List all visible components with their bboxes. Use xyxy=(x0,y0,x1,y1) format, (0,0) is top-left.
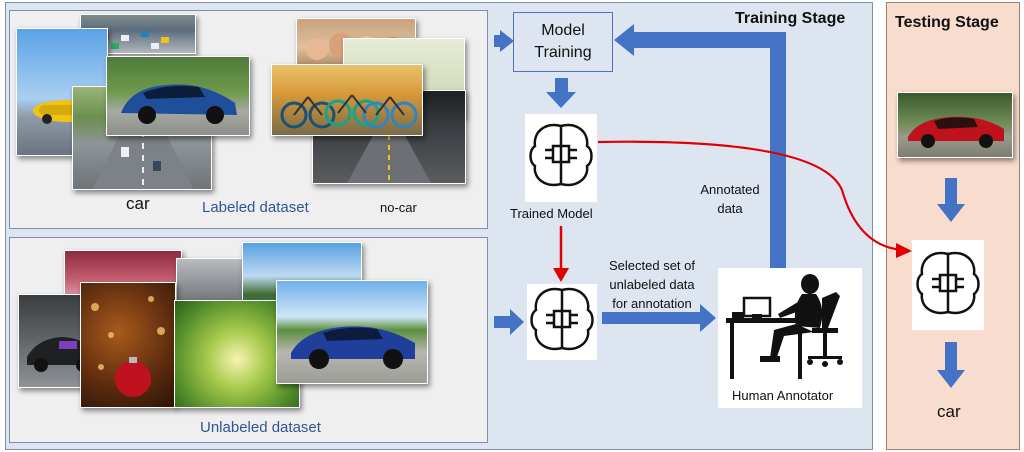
trained-model-label: Trained Model xyxy=(510,206,593,221)
selected-label-line2: unlabeled data xyxy=(609,277,695,292)
person-at-desk-icon xyxy=(726,274,843,379)
blue-sedan-photo xyxy=(276,280,428,384)
arrow-labeled-to-training xyxy=(494,30,514,52)
test-model-box xyxy=(912,240,984,330)
blue-car-photo xyxy=(106,56,250,136)
brain-chip-icon xyxy=(916,251,980,315)
red-arrow-deploy xyxy=(597,140,903,252)
arrow-test-car-to-model xyxy=(937,178,965,222)
arrow-model-to-annotator xyxy=(602,304,716,332)
arrow-unlabeled-to-model xyxy=(494,309,524,335)
training-stage-title: Training Stage xyxy=(735,10,846,27)
arrow-training-to-model xyxy=(546,78,576,108)
unlabeled-dataset-title: Unlabeled dataset xyxy=(200,419,321,436)
annotated-label-line1: Annotated xyxy=(700,182,760,197)
arrow-feedback-vertical xyxy=(770,32,786,268)
human-annotator-box xyxy=(718,268,862,408)
test-car-photo xyxy=(897,92,1013,158)
selected-label-line3: for annotation xyxy=(612,296,692,311)
human-annotator-label: Human Annotator xyxy=(732,388,834,403)
model-training-line1: Model xyxy=(541,22,585,39)
annotated-label-line2: data xyxy=(717,201,743,216)
test-output-label: car xyxy=(937,402,961,421)
parked-cars-photo xyxy=(176,258,246,306)
testing-stage-title: Testing Stage xyxy=(895,14,999,31)
brain-chip-icon xyxy=(529,123,593,187)
model-training-line2: Training xyxy=(534,44,592,61)
labeled-dataset-title: Labeled dataset xyxy=(202,199,309,216)
selected-label-line1: Selected set of xyxy=(609,258,695,273)
selected-set-label: Selected set of unlabeled data for annot… xyxy=(604,256,700,313)
label-nocar-class: no-car xyxy=(380,200,417,215)
trained-model-box xyxy=(525,114,597,202)
label-car-class: car xyxy=(126,194,150,213)
ornament-photo xyxy=(80,282,176,408)
query-model-box xyxy=(527,284,597,360)
arrow-feedback-to-training xyxy=(614,24,786,56)
annotated-data-label: Annotated data xyxy=(690,180,770,218)
bicycles-photo xyxy=(271,64,423,136)
brain-chip-icon xyxy=(530,287,594,351)
arrow-test-model-to-output xyxy=(937,342,965,388)
